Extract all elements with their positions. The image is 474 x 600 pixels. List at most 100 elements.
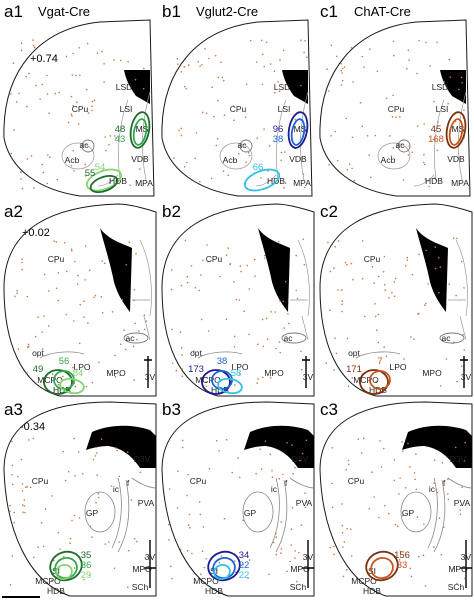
globus-pallidus <box>242 491 274 533</box>
labeled-cell <box>73 437 75 440</box>
labeled-cell <box>425 249 427 252</box>
labeled-cell <box>233 119 235 122</box>
labeled-cell <box>237 457 239 459</box>
labeled-cell <box>167 523 170 526</box>
ventricle <box>124 70 150 104</box>
labeled-cell <box>304 40 306 42</box>
labeled-cell <box>261 83 264 86</box>
labeled-cell <box>70 248 73 251</box>
labeled-cell <box>113 567 116 570</box>
labeled-cell <box>83 300 85 303</box>
labeled-cell <box>411 151 414 153</box>
labeled-cell <box>452 567 455 570</box>
labeled-cell <box>74 385 77 388</box>
labeled-cell <box>201 111 204 114</box>
labeled-cell <box>202 259 204 262</box>
labeled-cell <box>373 496 375 498</box>
labeled-cell <box>11 474 13 476</box>
labeled-cell <box>393 479 396 482</box>
projection-contour <box>217 377 243 395</box>
third-ventricle <box>460 356 468 388</box>
labeled-cell <box>371 265 374 268</box>
labeled-cell <box>200 318 203 321</box>
labeled-cell <box>74 474 76 477</box>
labeled-cell <box>246 264 249 267</box>
labeled-cell <box>353 179 355 182</box>
labeled-cell <box>409 511 411 513</box>
region-label-lsd: LSD <box>432 82 449 92</box>
labeled-cell <box>263 254 266 257</box>
labeled-cell <box>20 42 23 44</box>
labeled-cell <box>268 573 270 576</box>
labeled-cell <box>416 72 418 75</box>
labeled-cell <box>447 102 449 105</box>
labeled-cell <box>327 241 329 244</box>
projection-contour <box>445 111 467 149</box>
third-ventricle <box>302 356 310 388</box>
labeled-cell <box>73 514 76 517</box>
labeled-cell <box>20 171 22 173</box>
labeled-cell <box>179 548 182 551</box>
labeled-cell <box>263 128 265 130</box>
labeled-cell <box>186 494 188 497</box>
labeled-cell <box>9 584 12 586</box>
labeled-cell <box>43 315 45 318</box>
labeled-cell <box>205 112 208 115</box>
labeled-cell <box>286 441 288 444</box>
region-label-3v: 3V <box>145 372 156 382</box>
labeled-cell <box>238 299 241 301</box>
labeled-cell <box>255 472 257 475</box>
labeled-cell <box>13 521 15 524</box>
labeled-cell <box>133 379 135 382</box>
region-label-3v: 3V <box>145 552 156 562</box>
labeled-cell <box>392 147 394 149</box>
cell-count: 55 <box>85 168 96 179</box>
labeled-cell <box>67 470 70 473</box>
labeled-cell <box>11 464 14 467</box>
region-label-ic: ic <box>271 484 278 494</box>
labeled-cell <box>439 385 442 387</box>
section-outline <box>319 401 473 597</box>
labeled-cell <box>70 165 73 167</box>
labeled-cell <box>84 279 86 281</box>
labeled-cell <box>144 557 146 559</box>
region-label-f: f <box>285 478 288 488</box>
labeled-cell <box>214 54 217 57</box>
labeled-cell <box>329 270 332 273</box>
labeled-cell <box>11 440 13 443</box>
labeled-cell <box>78 451 80 453</box>
labeled-cell <box>96 52 99 54</box>
labeled-cell <box>253 258 256 261</box>
labeled-cell <box>171 577 173 580</box>
labeled-cell <box>350 262 353 265</box>
projection-contour <box>359 369 389 395</box>
labeled-cell <box>47 290 50 292</box>
labeled-cell <box>181 368 183 370</box>
labeled-cell <box>223 114 226 116</box>
labeled-cell <box>210 177 213 180</box>
labeled-cell <box>256 382 258 384</box>
region-label-3v: 3V <box>303 552 314 562</box>
labeled-cell <box>362 437 365 440</box>
labeled-cell <box>84 245 87 247</box>
labeled-cell <box>133 288 136 291</box>
region-label-lsi: LSI <box>436 104 449 114</box>
labeled-cell <box>262 376 264 379</box>
labeled-cell <box>245 83 248 86</box>
labeled-cell <box>57 531 60 534</box>
labeled-cell <box>203 566 206 569</box>
labeled-cell <box>134 322 136 325</box>
labeled-cell <box>360 452 363 454</box>
projection-contour <box>89 174 119 194</box>
labeled-cell <box>306 501 308 503</box>
labeled-cell <box>170 288 173 291</box>
region-label-3v: 3V <box>303 372 314 382</box>
labeled-cell <box>377 313 380 316</box>
acb-boundary <box>61 142 95 170</box>
labeled-cell <box>363 66 365 68</box>
labeled-cell <box>393 295 396 298</box>
labeled-cell <box>348 163 351 166</box>
labeled-cell <box>39 98 41 100</box>
cell-count: 168 <box>428 134 444 145</box>
